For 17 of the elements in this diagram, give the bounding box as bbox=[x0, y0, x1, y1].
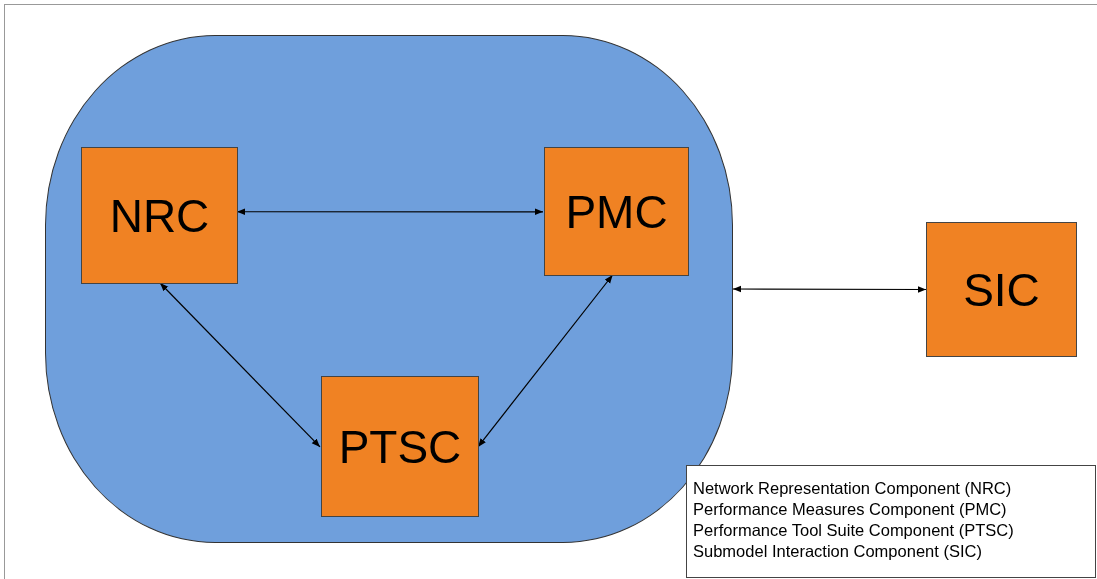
legend-text: Network Representation Component (NRC) bbox=[693, 478, 1013, 499]
box-label: PMC bbox=[565, 184, 668, 239]
component-box bbox=[81, 147, 238, 284]
double-arrow bbox=[732, 285, 927, 293]
legend-box bbox=[686, 465, 1096, 578]
component-box bbox=[544, 147, 689, 276]
component-box bbox=[321, 376, 479, 517]
box-label: PTSC bbox=[338, 419, 462, 474]
double-arrow bbox=[159, 282, 321, 448]
double-arrow bbox=[236, 208, 544, 216]
legend-text: Performance Measures Component (PMC) bbox=[693, 499, 1008, 520]
box-label: NRC bbox=[109, 188, 210, 243]
double-arrow bbox=[477, 274, 614, 448]
box-label: SIC bbox=[963, 262, 1040, 317]
legend-text: Submodel Interaction Component (SIC) bbox=[693, 541, 983, 562]
legend-text: Performance Tool Suite Component (PTSC) bbox=[693, 520, 1015, 541]
component-box bbox=[926, 222, 1077, 357]
